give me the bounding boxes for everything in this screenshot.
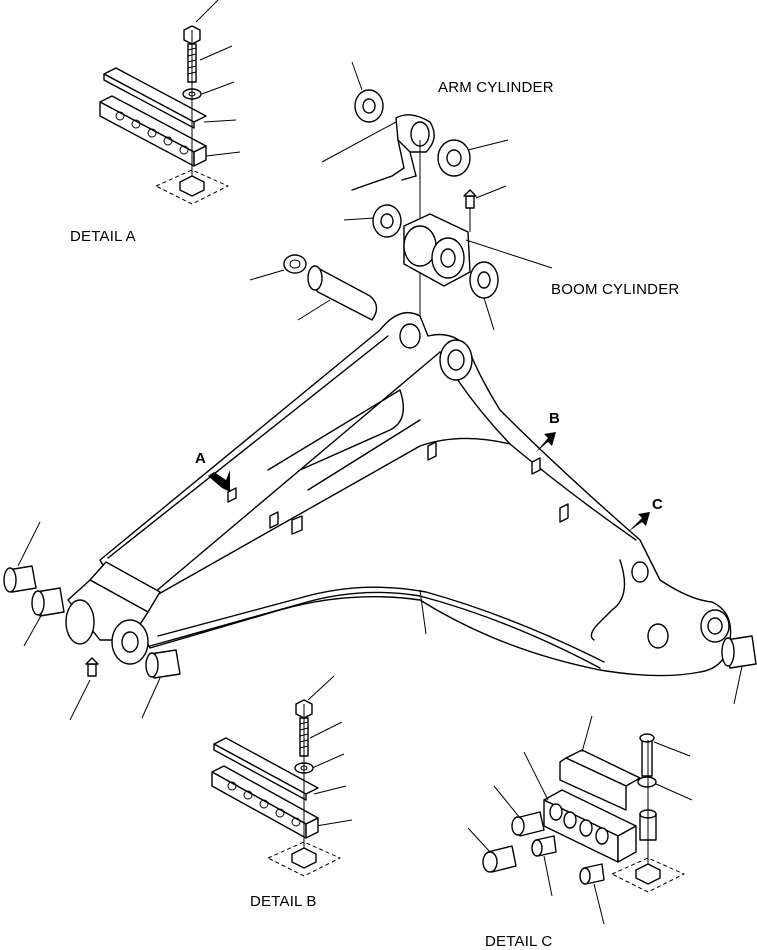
detail-a-label: DETAIL A — [70, 228, 136, 245]
callout-arrows — [208, 432, 650, 532]
arm-cylinder-parts — [321, 61, 509, 330]
boom-body — [65, 312, 732, 677]
detail-c-label: DETAIL C — [485, 933, 553, 950]
boom-cylinder-label: BOOM CYLINDER — [551, 281, 680, 298]
detail-a-clamp-group — [99, 0, 241, 205]
detail-b-clamp-group — [211, 675, 353, 877]
callout-a: A — [195, 450, 206, 467]
boom-cylinder-parts — [343, 185, 553, 331]
foot-bushings — [3, 521, 757, 721]
detail-c-clamp-group — [467, 715, 693, 925]
detail-b-label: DETAIL B — [250, 893, 317, 910]
arm-cylinder-label: ARM CYLINDER — [438, 79, 554, 96]
callout-b: B — [549, 410, 560, 427]
boom-top-pin — [249, 254, 378, 321]
callout-c: C — [652, 496, 663, 513]
